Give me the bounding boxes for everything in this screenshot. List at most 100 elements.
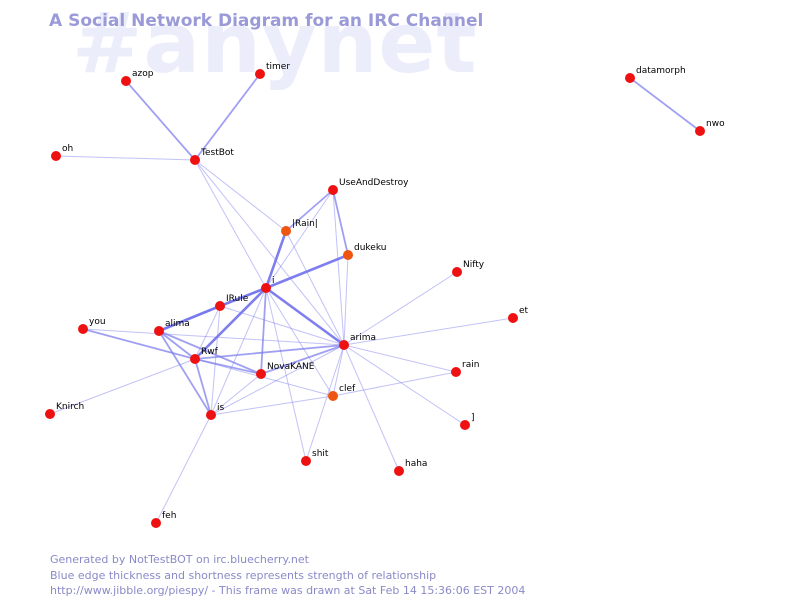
- footer-legend-line: Blue edge thickness and shortness repres…: [50, 569, 437, 582]
- node-you[interactable]: you: [78, 317, 106, 334]
- node-IRule[interactable]: IRule: [215, 294, 249, 311]
- node-label: you: [89, 317, 106, 327]
- node-Nifty[interactable]: Nifty: [452, 260, 485, 277]
- edge-IRule-Rwf: [194, 305, 221, 360]
- node-label: haha: [405, 459, 427, 469]
- node-label: TestBot: [200, 148, 234, 158]
- edge-UseAndDestroy-dukeku: [332, 189, 349, 256]
- node-label: timer: [266, 62, 290, 72]
- node-dot[interactable]: [261, 283, 271, 293]
- edge-is-feh: [155, 414, 212, 524]
- edge-arima-et: [343, 317, 514, 346]
- node-Knirch[interactable]: Knirch: [45, 402, 84, 419]
- node-label: clef: [339, 384, 356, 394]
- edge-arima-haha: [343, 344, 400, 472]
- edge-Rwf-arima: [194, 344, 345, 360]
- node-haha[interactable]: haha: [394, 459, 427, 476]
- node-dot[interactable]: [78, 324, 88, 334]
- node-TestBot[interactable]: TestBot: [190, 148, 234, 165]
- edges-layer: [49, 73, 701, 524]
- node-dot[interactable]: [151, 518, 161, 528]
- node-et[interactable]: et: [508, 306, 529, 323]
- node-label: et: [519, 306, 529, 316]
- node-azop[interactable]: azop: [121, 69, 154, 86]
- node-dukeku[interactable]: dukeku: [343, 243, 386, 260]
- node-label: arima: [350, 333, 376, 343]
- node-dot[interactable]: [256, 369, 266, 379]
- node-arima[interactable]: arima: [339, 333, 376, 350]
- node-dot[interactable]: [452, 267, 462, 277]
- footer-url-line: http://www.jibble.org/piespy/ - This fra…: [50, 584, 526, 597]
- node-clef[interactable]: clef: [328, 384, 356, 401]
- node-label: ]: [471, 413, 475, 423]
- node-dot[interactable]: [154, 326, 164, 336]
- node-dot[interactable]: [51, 151, 61, 161]
- node-Rain[interactable]: |Rain|: [281, 219, 318, 236]
- node-label: alima: [165, 319, 190, 329]
- node-label: feh: [162, 511, 176, 521]
- node-dot[interactable]: [45, 409, 55, 419]
- node-dot[interactable]: [255, 69, 265, 79]
- node-label: Nifty: [463, 260, 485, 270]
- node-alima[interactable]: alima: [154, 319, 190, 336]
- node-dot[interactable]: [451, 367, 461, 377]
- node-dot[interactable]: [460, 420, 470, 430]
- node-rain[interactable]: rain: [451, 360, 479, 377]
- node-dot[interactable]: [508, 313, 518, 323]
- edge-alima-is: [158, 330, 212, 416]
- edge-IRule-arima: [219, 305, 345, 346]
- edge-Rain-arima: [285, 230, 345, 346]
- node-dot[interactable]: [190, 155, 200, 165]
- edge-i-Rwf: [193, 286, 268, 361]
- edge-IRule-is: [210, 305, 221, 416]
- node-nwo[interactable]: nwo: [695, 119, 725, 136]
- node-UseAndDestroy[interactable]: UseAndDestroy: [328, 178, 409, 195]
- node-bracket[interactable]: ]: [460, 413, 475, 430]
- node-dot[interactable]: [343, 250, 353, 260]
- edge-clef-rain: [332, 371, 457, 397]
- edge-azop-TestBot: [125, 80, 196, 161]
- node-dot[interactable]: [121, 76, 131, 86]
- edge-NovaKANE-arima: [260, 344, 345, 375]
- edge-arima-rain: [343, 344, 457, 373]
- edge-i-arima: [264, 286, 346, 347]
- node-datamorph[interactable]: datamorph: [625, 66, 686, 83]
- node-dot[interactable]: [625, 73, 635, 83]
- node-label: |Rain|: [292, 219, 318, 229]
- edge-Rain-i: [264, 229, 288, 290]
- node-is[interactable]: is: [206, 403, 225, 420]
- node-label: datamorph: [636, 66, 686, 76]
- edge-timer-TestBot: [194, 73, 261, 161]
- node-dot[interactable]: [215, 301, 225, 311]
- edge-arima-bracket: [343, 344, 466, 426]
- node-dot[interactable]: [206, 410, 216, 420]
- node-dot[interactable]: [281, 226, 291, 236]
- edge-NovaKANE-is: [210, 373, 262, 416]
- node-Rwf[interactable]: Rwf: [190, 347, 219, 364]
- node-timer[interactable]: timer: [255, 62, 290, 79]
- node-feh[interactable]: feh: [151, 511, 176, 528]
- node-i[interactable]: i: [261, 276, 275, 293]
- node-dot[interactable]: [190, 354, 200, 364]
- node-label: azop: [132, 69, 154, 79]
- node-dot[interactable]: [394, 466, 404, 476]
- edge-TestBot-i: [194, 159, 267, 289]
- node-dot[interactable]: [339, 340, 349, 350]
- edge-Rwf-NovaKANE: [194, 358, 262, 375]
- node-label: IRule: [226, 294, 249, 304]
- edge-alima-NovaKANE: [158, 330, 262, 375]
- node-dot[interactable]: [301, 456, 311, 466]
- edge-TestBot-arima: [194, 159, 345, 346]
- node-oh[interactable]: oh: [51, 144, 73, 161]
- node-dot[interactable]: [328, 391, 338, 401]
- node-label: dukeku: [354, 243, 386, 253]
- diagram-title: A Social Network Diagram for an IRC Chan…: [49, 11, 484, 31]
- node-label: rain: [462, 360, 479, 370]
- node-shit[interactable]: shit: [301, 449, 329, 466]
- node-NovaKANE[interactable]: NovaKANE: [256, 362, 315, 379]
- edge-dukeku-arima: [343, 254, 349, 346]
- node-dot[interactable]: [695, 126, 705, 136]
- node-dot[interactable]: [328, 185, 338, 195]
- edge-arima-clef: [332, 344, 345, 397]
